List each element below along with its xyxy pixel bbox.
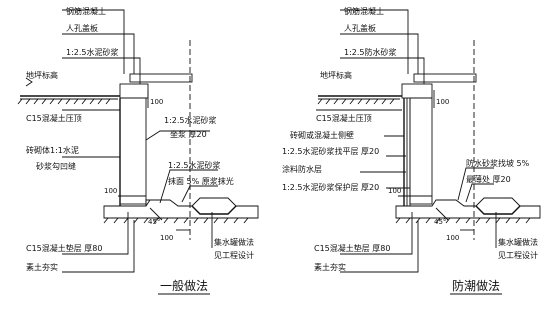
left-label-floor-finish: 抹面 5% 原浆抹光 (168, 176, 234, 186)
right-label-cap-mortar: 1:2.5防水砂浆 (344, 47, 397, 57)
right-label-soil: 素土夯实 (314, 262, 346, 272)
right-label-sump-2: 见工程设计 (498, 250, 538, 260)
right-cover-plate (413, 73, 477, 83)
right-title: 防潮做法 (452, 278, 500, 293)
right-sump (475, 205, 521, 215)
right-dim-angle: 45° (434, 218, 446, 226)
right-label-c15-cap: C15混凝土压顶 (316, 113, 372, 123)
right-detail: 钢筋混凝土 人孔盖板 1:2.5防水砂浆 地坪标高 C15混凝土压顶 砖砌或混凝… (282, 6, 541, 295)
left-label-soil: 素土夯实 (26, 262, 58, 272)
left-label-sump-2: 见工程设计 (214, 250, 254, 260)
left-label-floor-mortar: 1:2.5水泥砂浆 (168, 160, 221, 170)
left-dim-100-bottom: 100 (160, 234, 173, 242)
right-label-cap-concrete: 钢筋混凝土 (344, 6, 384, 16)
left-label-wall-joint: 砂浆勾凹缝 (36, 161, 76, 171)
left-label-cap-mortar: 1:2.5水泥砂浆 (66, 47, 119, 57)
right-label-sump-1: 集水罐做法 (498, 237, 538, 247)
right-dim-100-bottom: 100 (446, 234, 459, 242)
left-label-corner-bed: 坐浆 厚20 (170, 129, 207, 139)
left-label-corner-mortar: 1:2.5水泥砂浆 (164, 115, 217, 125)
right-dim-100-left: 100 (388, 187, 401, 195)
right-label-mortar-20: 1:2.5水泥砂浆找平层 厚20 (282, 146, 379, 156)
left-label-floor-level: 地坪标高 (26, 70, 58, 80)
right-label-coating: 涂料防水层 (282, 164, 322, 174)
left-label-c15-cap: C15混凝土压顶 (26, 113, 82, 123)
left-dim-angle: 45° (148, 218, 160, 226)
left-dim-100-left: 100 (104, 187, 117, 195)
right-label-protect: 1:2.5水泥砂浆保护层 厚20 (282, 182, 379, 192)
right-label-cover-plate: 人孔盖板 (344, 23, 376, 33)
left-label-wall-lime: 砖砌体1:1水泥 (26, 145, 79, 155)
right-label-wall-type: 砖砌或混凝土侧壁 (290, 130, 354, 140)
right-dim-100-right: 100 (436, 98, 449, 106)
left-brick-wall (119, 97, 147, 205)
left-dim-100-right: 100 (150, 98, 163, 106)
left-label-base-layer: C15混凝土垫层 厚80 (26, 243, 103, 253)
right-label-slope-1: 防水砂浆找坡 5% (466, 158, 530, 168)
right-concrete-cap (401, 83, 433, 99)
right-label-floor-level: 地坪标高 (320, 70, 352, 80)
right-wall (409, 97, 433, 205)
left-concrete-cap (119, 83, 149, 99)
left-label-cover-plate: 人孔盖板 (66, 23, 98, 33)
left-cover-plate (129, 73, 193, 83)
left-sump (191, 205, 237, 215)
left-label-sump-1: 集水罐做法 (214, 237, 254, 247)
right-label-slope-2: 最薄处 厚20 (466, 174, 511, 184)
left-ground-hatch (17, 98, 111, 105)
left-label-cap-concrete: 钢筋混凝土 (66, 6, 106, 16)
right-label-base-layer: C15混凝土垫层 厚80 (314, 243, 391, 253)
left-title: 一般做法 (160, 278, 208, 293)
left-detail: 钢筋混凝土 人孔盖板 1:2.5水泥砂浆 地坪标高 C15混凝土压顶 砖砌体1:… (17, 6, 259, 295)
